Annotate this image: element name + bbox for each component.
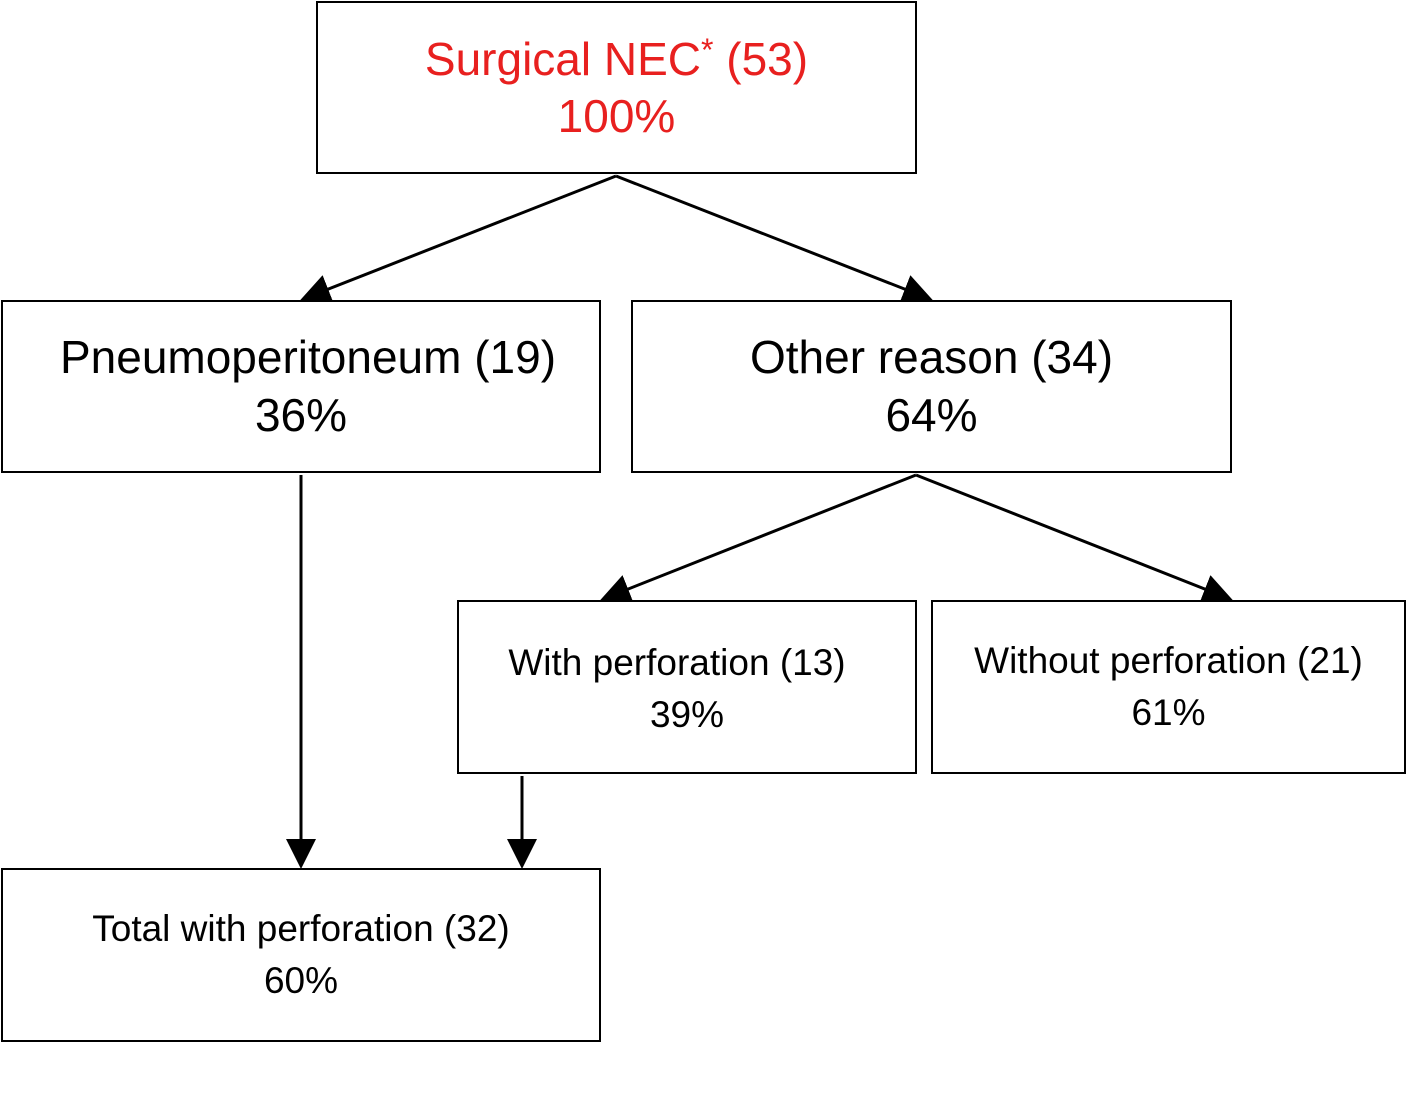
node-without-perforation-label: Without perforation (21)	[974, 639, 1363, 681]
node-with-perforation-label: With perforation (13)	[508, 642, 846, 683]
node-surgical-nec-label: Surgical NEC* (53)	[425, 30, 808, 89]
node-other-reason-label: Other reason (34)	[749, 331, 1114, 383]
node-with-perforation-percent: 39%	[649, 694, 725, 736]
node-total-with-perforation-label: Total with perforation (32)	[92, 907, 510, 949]
root-asterisk: *	[701, 31, 714, 68]
node-pneumoperitoneum-label: Pneumoperitoneum (19)	[59, 331, 557, 383]
node-surgical-nec: Surgical NEC* (53) 100%	[316, 1, 917, 174]
node-without-perforation: Without perforation (21) 61%	[931, 600, 1406, 774]
node-other-reason-percent: 64%	[885, 388, 978, 441]
node-pneumoperitoneum-percent: 36%	[254, 388, 348, 441]
node-with-perforation: With perforation (13) 39%	[457, 600, 917, 774]
arrow-root-to-other-reason	[615, 174, 933, 304]
arrow-root-to-pneumoperitoneum	[300, 174, 617, 304]
node-without-perforation-percent: 61%	[1131, 692, 1206, 733]
arrow-other-to-without-perforation	[915, 473, 1233, 604]
arrow-other-to-with-perforation	[600, 473, 917, 604]
node-surgical-nec-percent: 100%	[557, 90, 676, 142]
root-label-text: Surgical NEC	[424, 32, 702, 85]
node-total-with-perforation: Total with perforation (32) 60%	[1, 868, 601, 1042]
node-total-with-perforation-percent: 60%	[263, 960, 339, 1001]
node-other-reason: Other reason (34) 64%	[631, 300, 1232, 473]
root-count: (53)	[726, 32, 809, 85]
node-pneumoperitoneum: Pneumoperitoneum (19) 36%	[1, 300, 601, 473]
